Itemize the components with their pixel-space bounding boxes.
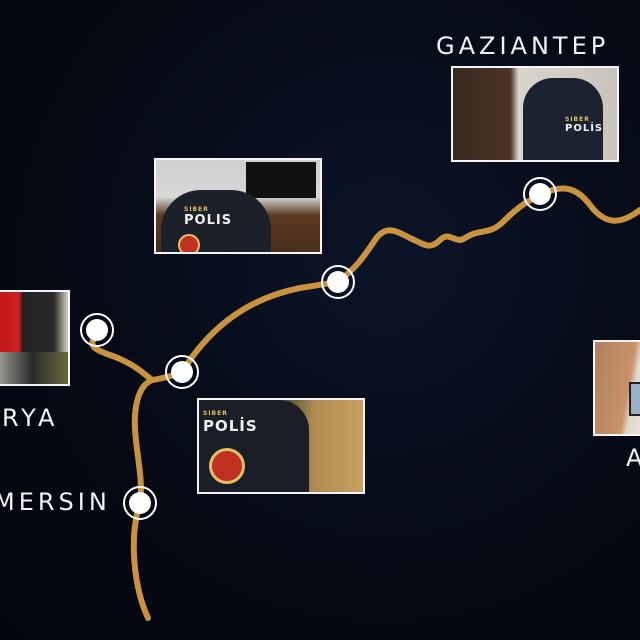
- city-label-a: A: [626, 444, 640, 472]
- city-label-rya: RYA: [2, 404, 59, 432]
- photo-a: [593, 340, 640, 436]
- vest-text-small: SIBER: [184, 206, 209, 213]
- vest-text: POLİS: [565, 123, 604, 134]
- vest-text: POLİS: [203, 417, 258, 435]
- stop-rya: [80, 313, 114, 347]
- photo-rya: [0, 290, 70, 386]
- stop-3: [165, 355, 199, 389]
- police-emblem-icon: [178, 234, 200, 252]
- route-stops: [80, 177, 557, 520]
- stop-gaziantep: [523, 177, 557, 211]
- stop-2: [321, 265, 355, 299]
- stop-mersin: [123, 486, 157, 520]
- vest-text-small: SIBER: [203, 410, 228, 417]
- city-label-gaziantep: GAZIANTEP: [436, 32, 610, 60]
- police-emblem-icon: [209, 448, 245, 484]
- vest-text: POLIS: [184, 213, 233, 228]
- vest-text-small: SIBER: [565, 116, 590, 123]
- city-label-mersin: MERSIN: [0, 488, 111, 516]
